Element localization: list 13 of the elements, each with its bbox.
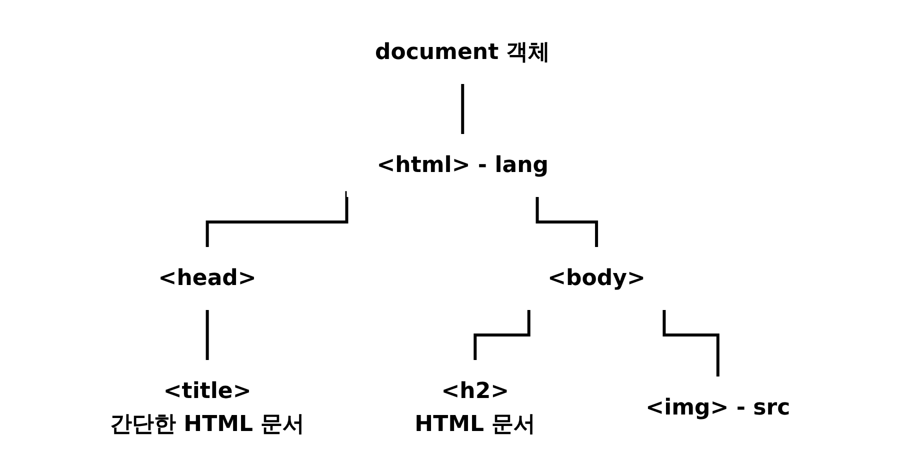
connector xyxy=(663,310,720,378)
connector xyxy=(206,310,210,361)
node-text: <img> - src xyxy=(646,395,791,420)
connector xyxy=(536,196,598,248)
node-text: <head> xyxy=(158,266,257,290)
node-text: <body> xyxy=(548,266,646,290)
node-text: <title> 간단한 HTML 문서 xyxy=(110,378,306,436)
node-text: document 객체 xyxy=(375,40,551,64)
node-text: <html> - lang xyxy=(377,152,549,178)
connector xyxy=(206,190,349,248)
connector xyxy=(462,84,465,135)
node-text: <h2> HTML 문서 xyxy=(415,378,536,436)
connector xyxy=(474,310,531,361)
